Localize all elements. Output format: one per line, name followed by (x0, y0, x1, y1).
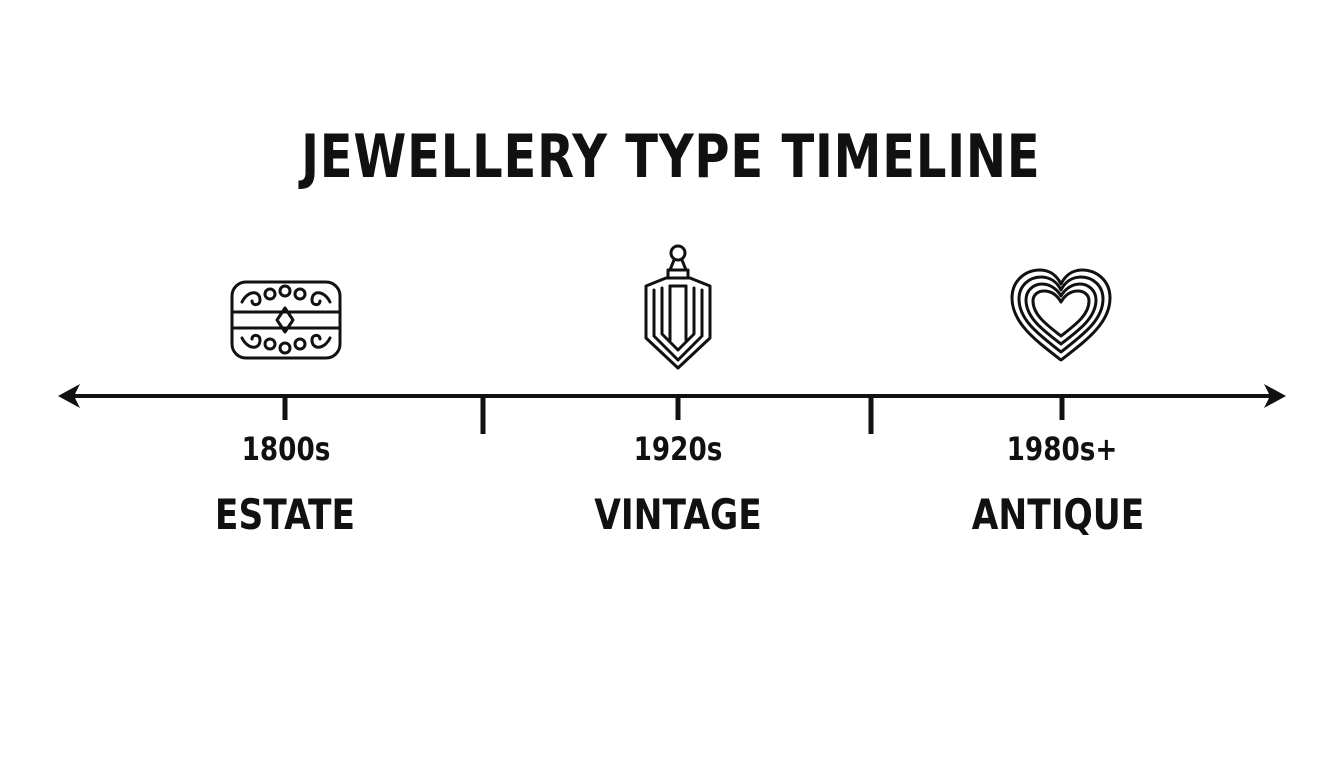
left-arrowhead (58, 384, 80, 408)
era-label-antique: ANTIQUE (971, 490, 1145, 539)
era-label-vintage: VINTAGE (594, 490, 762, 539)
ornate-brooch-icon (230, 280, 342, 360)
diagram-title: JEWELLERY TYPE TIMELINE (301, 122, 1041, 192)
heart-locket-icon (1010, 268, 1112, 362)
era-year-1920s: 1920s (633, 430, 723, 468)
era-year-1980s: 1980s+ (1006, 430, 1118, 468)
era-label-estate: ESTATE (214, 490, 356, 539)
art-deco-pendant-icon (644, 244, 712, 370)
right-arrowhead (1264, 384, 1286, 408)
era-year-1800s: 1800s (241, 430, 331, 468)
